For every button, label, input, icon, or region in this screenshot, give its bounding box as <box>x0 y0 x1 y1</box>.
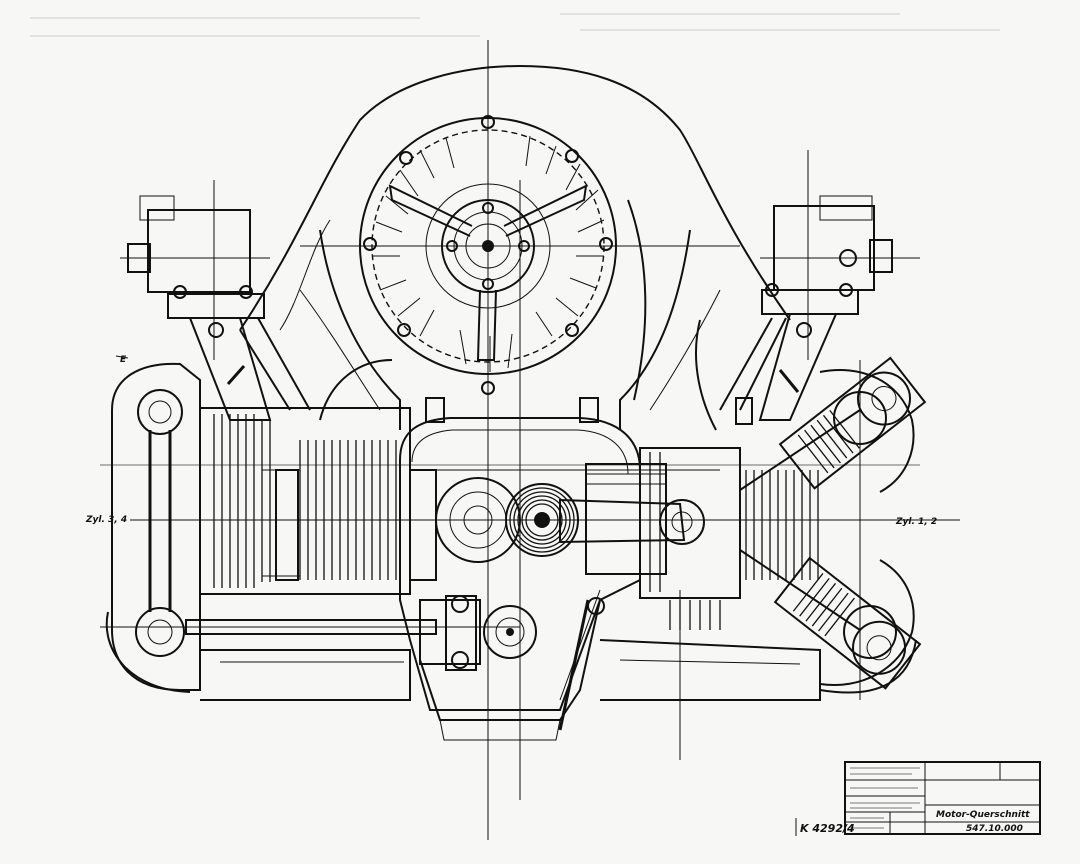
fan-shroud <box>239 64 791 430</box>
cooling-fan <box>359 115 617 395</box>
crankcase <box>399 397 753 741</box>
right-carburetor <box>758 150 920 421</box>
title-block: Motor-Querschnitt 547.10.000 <box>844 761 1041 835</box>
drawing-labels: Zyl. 3, 4 Zyl. 1, 2 E <box>85 355 937 527</box>
label-cylinders-3-4: Zyl. 3, 4 <box>85 515 127 525</box>
title-block-number: 547.10.000 <box>966 824 1023 834</box>
left-carburetor <box>120 180 272 421</box>
drawing-reference: K 4292/4 <box>795 818 855 836</box>
label-cylinders-1-2: Zyl. 1, 2 <box>895 517 937 527</box>
faint-background-marks <box>30 13 1000 37</box>
intake-manifolds <box>239 199 787 431</box>
label-small-e: E <box>120 355 127 365</box>
left-cylinder-bank <box>100 362 520 691</box>
exhaust-pipes <box>105 590 917 760</box>
drawing-reference-number: K 4292/4 <box>800 822 855 835</box>
title-block-title: Motor-Querschnitt <box>936 810 1030 820</box>
